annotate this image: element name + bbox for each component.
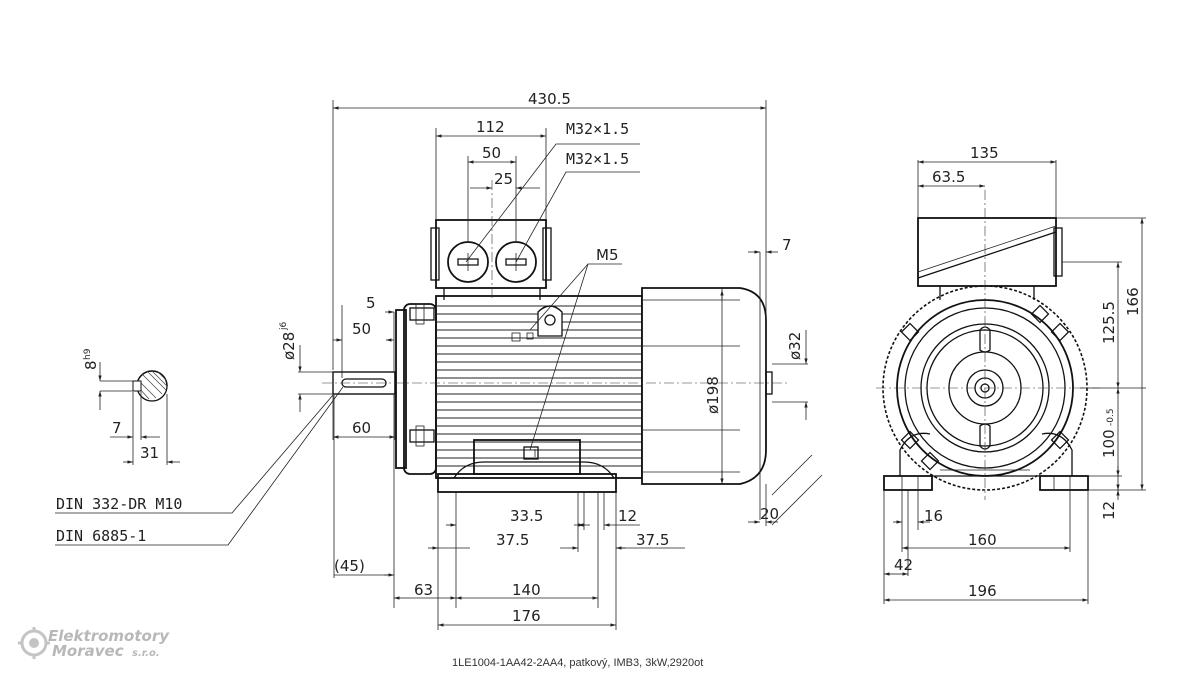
dim-shaft-height: 100: [1100, 429, 1118, 458]
dim-gland-offset: 25: [494, 170, 513, 188]
dim-foot-slot-right: 12: [618, 507, 637, 525]
dim-shaft-shoulder: (45): [334, 557, 365, 575]
dim-end-top-width: 135: [970, 144, 999, 162]
dim-shaft-tol: j6: [279, 321, 289, 331]
dim-foot-slot-left2: 37.5: [496, 531, 529, 549]
dim-gland-spacing: 50: [482, 144, 501, 162]
dim-end-box-height: 125.5: [1100, 301, 1118, 344]
dim-foot-hole-dia: 16: [924, 507, 943, 525]
dim-foot-slot-left: 33.5: [510, 507, 543, 525]
dim-foot-thickness: 12: [1100, 501, 1118, 520]
standard-center-hole: DIN 332-DR M10: [56, 495, 182, 513]
dim-shaft-length: 60: [352, 419, 371, 437]
dim-key-tol: h9: [83, 348, 93, 360]
dim-rear-diameter: ø32: [786, 332, 804, 360]
end-view: [876, 190, 1100, 500]
dim-key-height-group: 8 h9: [82, 348, 100, 370]
dim-key-length: 50: [352, 320, 371, 338]
shaft-section-view: [98, 362, 180, 465]
dim-terminal-box-width: 112: [476, 118, 505, 136]
dim-frame-diameter: ø198: [704, 376, 722, 414]
dim-end-overall-height: 166: [1124, 287, 1142, 316]
dim-foot-width: 160: [968, 531, 997, 549]
dim-foot-hole-spacing: 140: [512, 581, 541, 599]
dim-foot-slot-right2: 37.5: [636, 531, 669, 549]
dim-foot-edge: 42: [894, 556, 913, 574]
dim-overall-width: 196: [968, 582, 997, 600]
dim-key-width: 7: [112, 419, 122, 437]
dim-key-depth: 31: [140, 444, 159, 462]
dim-foot-length: 176: [512, 607, 541, 625]
dim-shaft-to-foot: 63: [414, 581, 433, 599]
dim-earth-thread: M5: [596, 246, 619, 264]
side-view-dimensions: [55, 100, 823, 630]
logo-line1: Elektromotory: [48, 627, 170, 645]
logo-line3: s.r.o.: [132, 648, 160, 659]
dim-overall-length: 430.5: [528, 90, 571, 108]
dim-shaft-diameter: ø28: [280, 332, 298, 360]
end-view-dimensions: [883, 160, 1146, 604]
dim-end-box-offset: 63.5: [932, 168, 965, 186]
dim-key-offset: 5: [366, 294, 376, 312]
side-view: [322, 180, 790, 493]
logo-line2: Moravec: [52, 642, 124, 660]
dim-key-height: 8: [82, 360, 100, 370]
dim-rear-offset: 20: [760, 505, 779, 523]
dim-gland-thread-2: M32×1.5: [566, 150, 629, 168]
company-logo: Elektromotory Moravec s.r.o.: [18, 627, 170, 660]
drawing-caption: 1LE1004-1AA42-2AA4, patkový, IMB3, 3kW,2…: [452, 657, 703, 669]
dim-shaft-height-tol: -0.5: [1106, 408, 1116, 426]
dim-shaft-end-offset: 7: [782, 236, 792, 254]
dim-shaft-diameter-group: ø28 j6: [279, 321, 298, 360]
dim-gland-thread-1: M32×1.5: [566, 120, 629, 138]
standard-key: DIN 6885-1: [56, 527, 146, 545]
gear-logo-icon: [18, 627, 50, 659]
dim-shaft-height-group: 100 -0.5: [1100, 408, 1118, 458]
